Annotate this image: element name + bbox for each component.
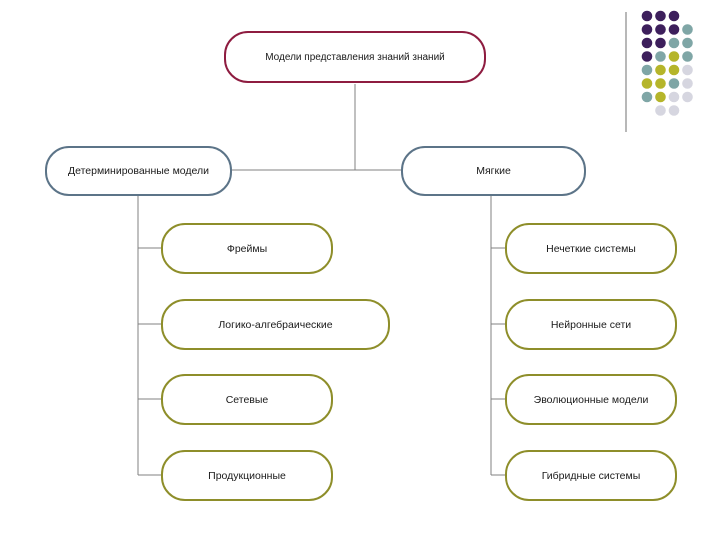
decorative-dot <box>655 91 666 103</box>
decorative-dot <box>641 24 653 35</box>
root-node: Модели представления знаний знаний <box>224 31 486 83</box>
decorative-dot <box>655 10 666 22</box>
decorative-dot <box>641 37 653 49</box>
decorative-dot <box>668 91 680 103</box>
left-branch-label: Детерминированные модели <box>67 165 210 177</box>
decorative-dot <box>641 51 653 62</box>
decorative-dot <box>668 10 680 22</box>
decorative-dot <box>655 64 666 76</box>
root-label: Модели представления знаний знаний <box>265 51 445 63</box>
leaf-label: Сетевые <box>225 393 269 406</box>
leaf-network: Сетевые <box>161 374 333 425</box>
leaf-label: Нейронные сети <box>550 318 632 331</box>
leaf-logic-algebraic: Логико-алгебраические <box>161 299 390 350</box>
decorative-dot <box>682 37 693 49</box>
decorative-dot <box>668 105 680 116</box>
decorative-dot <box>641 91 653 103</box>
leaf-label: Нечеткие системы <box>546 242 636 255</box>
decorative-dot <box>682 64 693 76</box>
right-branch-node: Мягкие <box>401 146 586 196</box>
decorative-dot <box>682 24 693 35</box>
decorative-dot <box>641 78 653 89</box>
decorative-dot <box>682 78 693 89</box>
decorative-dot <box>641 10 653 22</box>
leaf-production: Продукционные <box>161 450 333 501</box>
decorative-dot <box>655 37 666 49</box>
decorative-dot <box>682 91 693 103</box>
leaf-evolutionary-models: Эволюционные модели <box>505 374 677 425</box>
leaf-label: Эволюционные модели <box>533 393 649 406</box>
leaf-fuzzy-systems: Нечеткие системы <box>505 223 677 274</box>
decorative-dot <box>668 24 680 35</box>
decorative-dot <box>655 78 666 89</box>
leaf-neural-networks: Нейронные сети <box>505 299 677 350</box>
leaf-hybrid-systems: Гибридные системы <box>505 450 677 501</box>
leaf-frames: Фреймы <box>161 223 333 274</box>
decorative-dot <box>682 51 693 62</box>
decorative-dot <box>655 105 666 116</box>
leaf-label: Гибридные системы <box>541 469 641 482</box>
decorative-dot <box>668 37 680 49</box>
decorative-dot <box>655 51 666 62</box>
decorative-dot <box>668 78 680 89</box>
leaf-label: Логико-алгебраические <box>218 318 333 331</box>
left-branch-node: Детерминированные модели <box>45 146 232 196</box>
leaf-label: Фреймы <box>226 242 268 255</box>
decorative-dot <box>641 64 653 76</box>
decorative-dot <box>668 64 680 76</box>
leaf-label: Продукционные <box>208 469 286 482</box>
decorative-dot <box>668 51 680 62</box>
right-branch-label: Мягкие <box>476 165 511 177</box>
decorative-dot <box>655 24 666 35</box>
